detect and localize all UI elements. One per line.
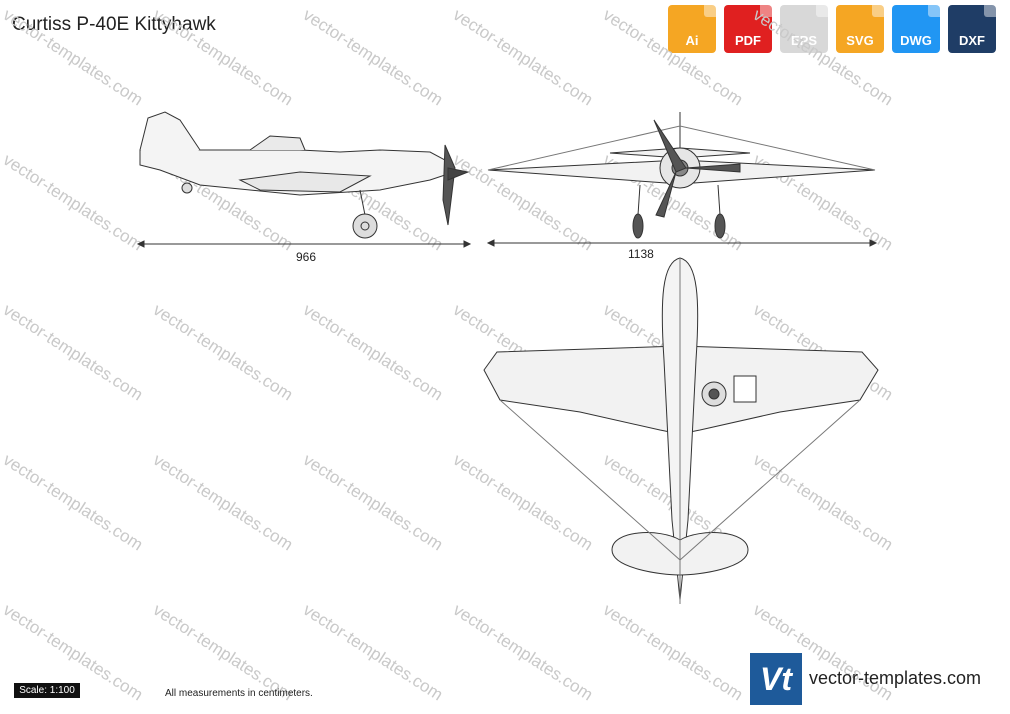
site-link[interactable]: vector-templates.com [809, 668, 982, 688]
side-propeller [442, 144, 456, 226]
front-span-label: 1138 [628, 247, 654, 261]
measurement-note: All measurements in centimeters. [165, 688, 313, 699]
format-eps-button[interactable]: EPS [780, 5, 828, 53]
front-right-wheel [714, 213, 726, 239]
page-title: Curtiss P-40E Kittyhawk [12, 14, 216, 35]
vt-logo-icon[interactable]: Vt [750, 653, 802, 705]
front-left-wheel [632, 213, 644, 239]
side-view [139, 111, 470, 239]
front-view [487, 112, 876, 239]
side-main-wheel [352, 213, 378, 239]
format-dxf-button[interactable]: DXF [948, 5, 996, 53]
side-gear-strut [359, 189, 366, 216]
top-view [483, 257, 879, 604]
side-tail-wheel [181, 182, 193, 194]
format-buttons: Ai PDF EPS SVG DWG DXF [668, 5, 996, 53]
scale-badge: Scale: 1:100 [14, 683, 80, 698]
front-propeller [653, 119, 741, 218]
format-pdf-button[interactable]: PDF [724, 5, 772, 53]
side-canopy [249, 135, 306, 151]
side-length-label: 966 [296, 250, 317, 264]
top-insignia [733, 375, 757, 403]
format-svg-button[interactable]: SVG [836, 5, 884, 53]
format-dwg-button[interactable]: DWG [892, 5, 940, 53]
format-ai-button[interactable]: Ai [668, 5, 716, 53]
side-wing [238, 171, 372, 193]
side-tail-fin [139, 111, 201, 151]
